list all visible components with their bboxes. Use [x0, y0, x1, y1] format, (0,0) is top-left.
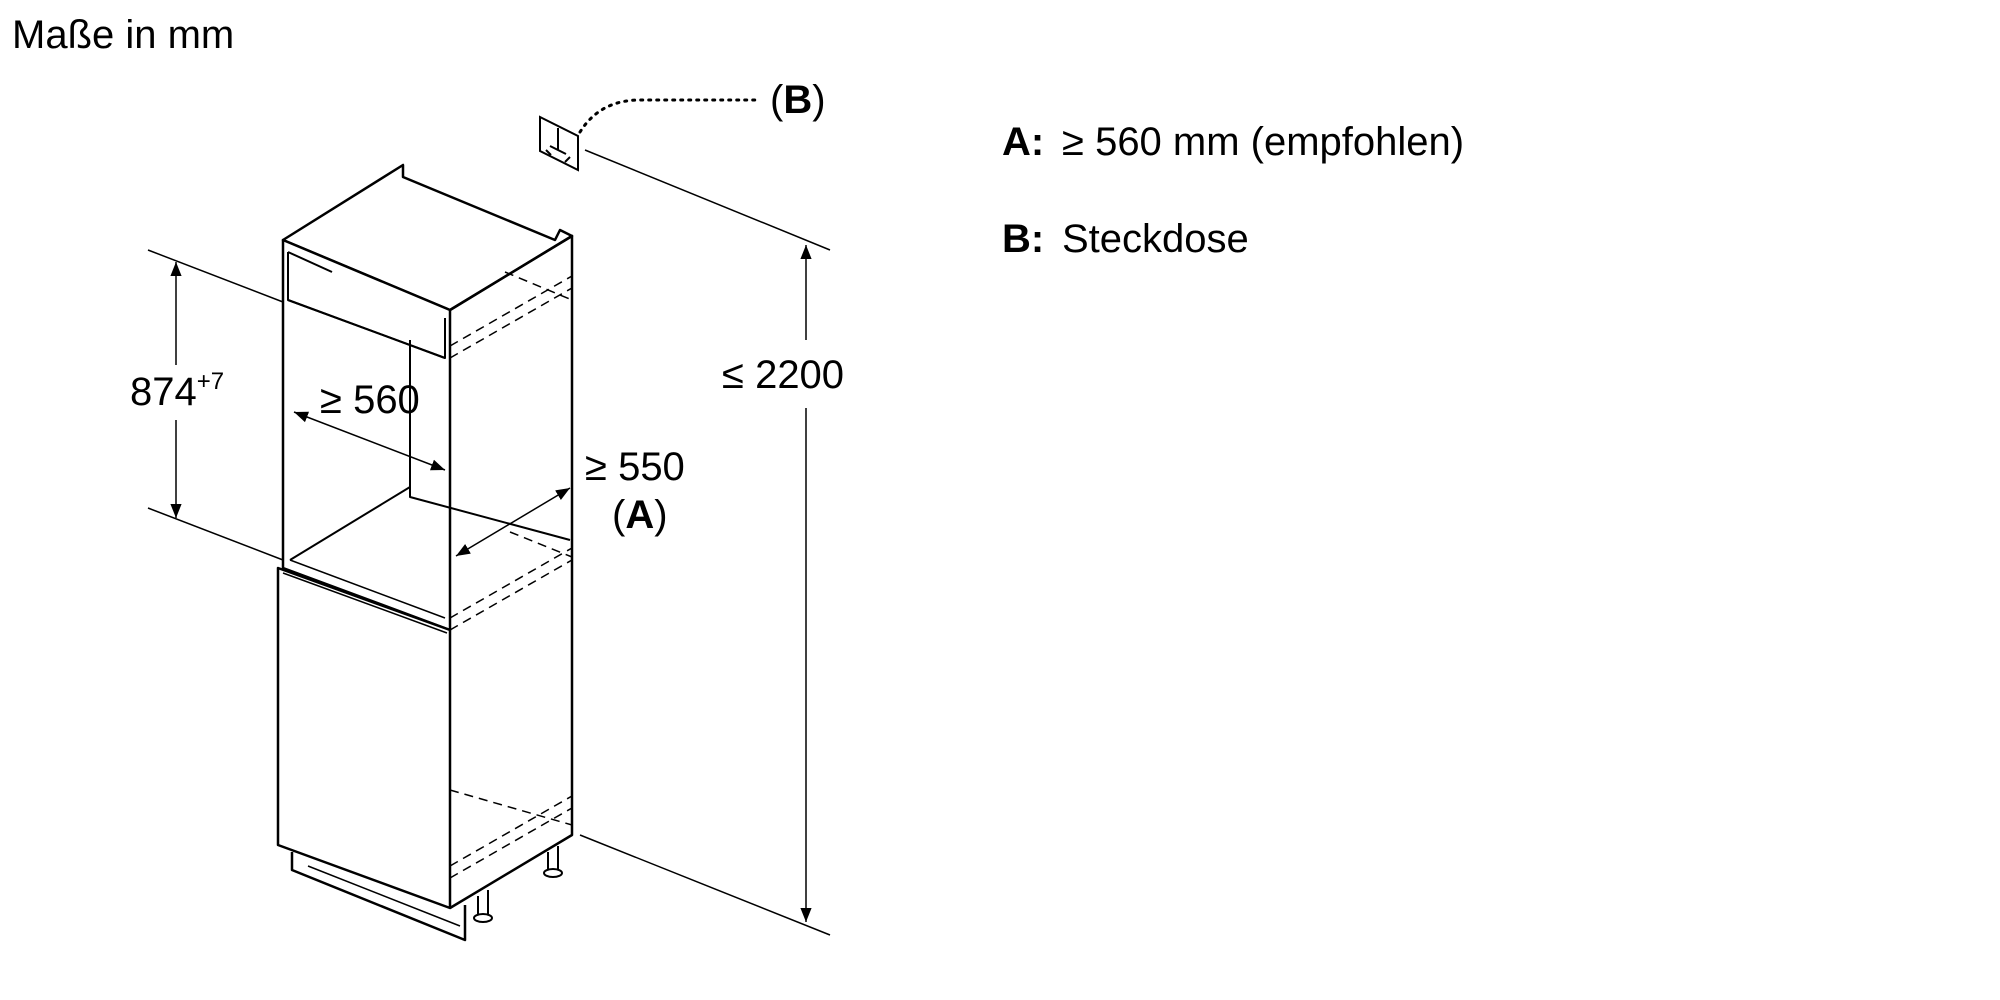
total-height-dimension [579, 149, 831, 936]
total-height-label: ≤ 2200 [722, 353, 844, 397]
niche-height-label: 874+7 [130, 368, 224, 414]
niche-height-value: 874 [130, 370, 197, 414]
legend-text-a: ≥ 560 mm (empfohlen) [1062, 120, 1464, 164]
socket-marker-label: (B) [770, 78, 826, 122]
niche-height-dimension [147, 249, 284, 561]
cabinet [276, 163, 574, 942]
niche-depth-marker-label: (A) [612, 493, 668, 537]
socket-marker-letter: B [783, 78, 812, 122]
niche-width-arrow [293, 411, 446, 471]
niche-width-label: ≥ 560 [320, 378, 420, 422]
legend-item-b: B: Steckdose [1002, 217, 1249, 261]
niche-depth-label: ≥ 550 [585, 445, 685, 489]
niche-depth-arrow [455, 487, 571, 557]
legend-key-b: B: [1002, 217, 1044, 261]
socket-icon [539, 115, 579, 172]
legend-item-a: A: ≥ 560 mm (empfohlen) [1002, 120, 1464, 164]
legend-text-b: Steckdose [1062, 217, 1249, 261]
legend-key-a: A: [1002, 120, 1044, 164]
niche-depth-marker-letter: A [625, 493, 654, 537]
legend: A: ≥ 560 mm (empfohlen) B: Steckdose [1002, 120, 1464, 261]
page-title: Maße in mm [12, 13, 234, 57]
niche-height-tolerance: +7 [197, 368, 224, 395]
socket-leader-line [578, 98, 762, 134]
